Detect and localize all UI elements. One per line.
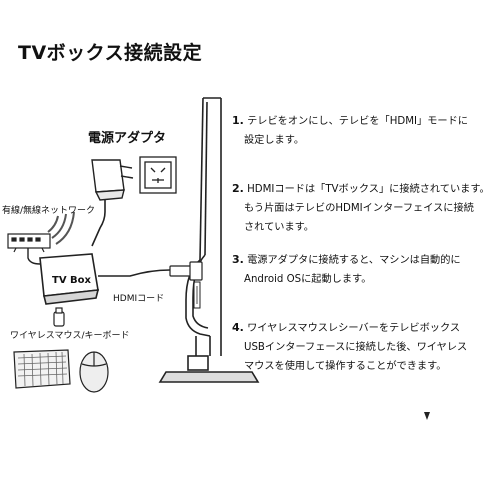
step-text: テレビをオンにし、テレビを「HDMI」モードに: [247, 116, 468, 127]
network-cable: [27, 248, 41, 265]
wall-outlet-icon: [139, 156, 177, 194]
step-text: Android OSに起動します。: [244, 274, 372, 285]
step-text: ワイヤレスマウスレシーバーをテレビボックス: [247, 323, 461, 334]
step-number: 2.: [232, 182, 244, 195]
step-4: 4. ワイヤレスマウスレシーバーをテレビボックス USBインターフェースに接続し…: [232, 318, 467, 376]
step-text: されています。: [244, 222, 314, 233]
label-network: 有線/無線ネットワーク: [2, 206, 96, 216]
step-text: HDMIコードは「TVボックス」に接続されています。: [247, 184, 490, 195]
marker-icon: [424, 412, 430, 420]
keyboard-icon: [13, 349, 71, 389]
tv-box-device: [39, 253, 100, 305]
step-1: 1. テレビをオンにし、テレビを「HDMI」モードに 設定します。: [232, 111, 468, 150]
step-2: 2. HDMIコードは「TVボックス」に接続されています。 もう片面はテレビのH…: [232, 179, 490, 237]
mouse-icon: [79, 351, 109, 393]
label-tv-box: TV Box: [52, 275, 91, 286]
power-adapter-icon: [91, 159, 134, 201]
step-number: 1.: [232, 114, 244, 127]
label-wireless-input: ワイヤレスマウス/キーボード: [10, 331, 130, 341]
step-text: もう片面はテレビのHDMIインターフェイスに接続: [244, 203, 474, 214]
label-hdmi-cable: HDMIコード: [113, 294, 165, 304]
power-cable: [91, 200, 106, 247]
step-text: マウスを使用して操作することができます。: [244, 361, 447, 372]
label-power-adapter: 電源アダプタ: [88, 131, 167, 146]
hdmi-cable: [98, 269, 171, 277]
step-number: 4.: [232, 321, 244, 334]
step-3: 3. 電源アダプタに接続すると、マシンは自動的に Android OSに起動しま…: [232, 250, 461, 289]
router-icon: [7, 233, 51, 253]
wifi-signal-icon: [47, 211, 75, 245]
usb-receiver-icon: [53, 307, 65, 327]
step-text: 設定します。: [244, 135, 305, 146]
hdmi-plug-icon: [169, 261, 203, 281]
step-number: 3.: [232, 253, 244, 266]
step-text: 電源アダプタに接続すると、マシンは自動的に: [247, 255, 461, 266]
step-text: USBインターフェースに接続した後、ワイヤレス: [244, 342, 468, 353]
page-title: TVボックス接続設定: [18, 42, 203, 64]
